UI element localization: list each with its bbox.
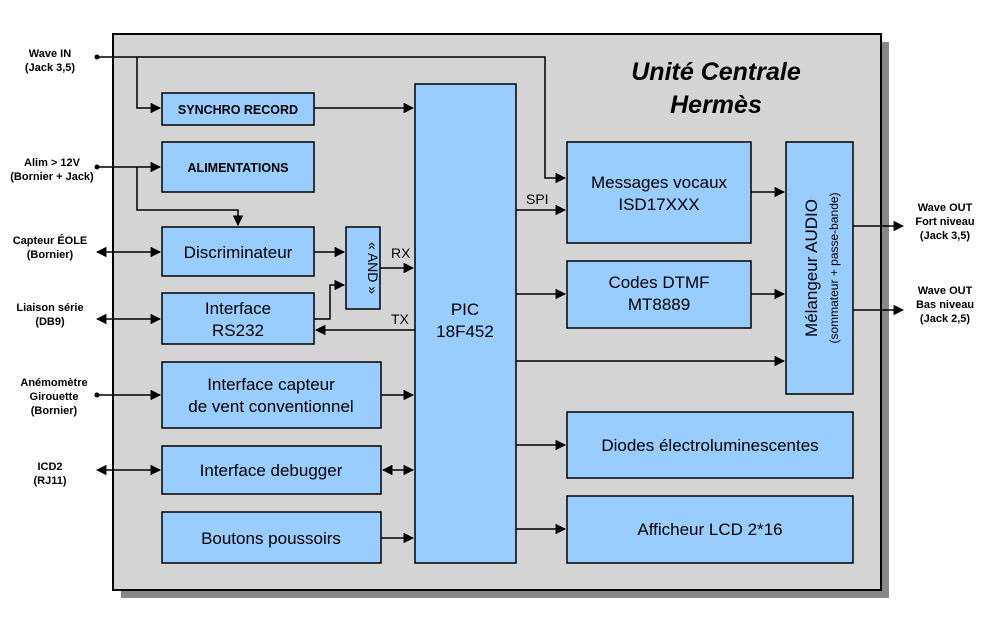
port-wave-in-sub: (Jack 3,5) xyxy=(25,62,75,74)
tx-signal-label: TX xyxy=(391,311,410,327)
port-liaison-serie-label: Liaison série xyxy=(16,302,83,314)
debugger-label: Interface debugger xyxy=(200,461,343,480)
and-gate-block xyxy=(345,226,381,310)
port-capteur-eole-label: Capteur ÉOLE xyxy=(13,234,88,247)
boutons-label: Boutons poussoirs xyxy=(201,529,341,548)
wires xyxy=(94,54,905,544)
and-gate-label: « AND » xyxy=(365,242,381,294)
title-line2: Hermès xyxy=(670,91,762,119)
port-liaison-serie-sub: (DB9) xyxy=(35,316,65,328)
debugger-block xyxy=(161,445,382,495)
pic-block xyxy=(414,83,517,564)
synchro-record-block xyxy=(161,92,315,126)
melangeur-block xyxy=(785,141,854,395)
port-wave-out-bas-label: Wave OUT xyxy=(918,285,973,297)
port-wave-in-label: Wave IN xyxy=(29,48,71,60)
rs232-label-line1: Interface xyxy=(205,299,271,318)
pic-label-line1: PIC xyxy=(451,300,479,319)
messages-vocaux-label-line2: ISD17XXX xyxy=(618,195,699,214)
alimentations-block xyxy=(161,141,315,193)
port-wave-out-fort-label: Wave OUT xyxy=(918,202,973,214)
diodes-label: Diodes électroluminescentes xyxy=(601,436,818,455)
dtmf-block xyxy=(566,260,752,329)
melangeur-label-line1: Mélangeur AUDIO xyxy=(802,199,821,337)
port-anemometre-sub: (Bornier) xyxy=(31,405,78,417)
spi-signal-label: SPI xyxy=(526,191,549,207)
alimentations-label: ALIMENTATIONS xyxy=(188,161,289,175)
messages-vocaux-block xyxy=(566,141,752,244)
port-girouette-label: Girouette xyxy=(30,391,79,403)
dtmf-label-line2: MT8889 xyxy=(628,295,690,314)
rs232-block xyxy=(161,292,315,345)
port-capteur-eole-sub: (Bornier) xyxy=(27,249,74,261)
discriminateur-label: Discriminateur xyxy=(184,243,293,262)
lcd-block xyxy=(566,495,854,564)
port-wave-out-fort-level: Fort niveau xyxy=(915,216,974,228)
messages-vocaux-label-line1: Messages vocaux xyxy=(591,173,728,192)
rx-signal-label: RX xyxy=(391,245,411,261)
capteur-vent-label-line1: Interface capteur xyxy=(207,375,335,394)
port-alim-sub: (Bornier + Jack) xyxy=(10,171,94,183)
title-line1: Unité Centrale xyxy=(631,58,801,86)
synchro-record-label: SYNCHRO RECORD xyxy=(178,103,298,117)
port-wave-out-bas-sub: (Jack 2,5) xyxy=(920,313,970,325)
capteur-vent-block xyxy=(161,361,382,429)
boutons-block xyxy=(161,511,382,564)
lcd-label: Afficheur LCD 2*16 xyxy=(637,520,782,539)
discriminateur-block xyxy=(161,226,315,277)
melangeur-label-line2: (sommateur + passe-bande) xyxy=(827,192,841,343)
port-alim-label: Alim > 12V xyxy=(24,157,81,169)
port-icd2-sub: (RJ11) xyxy=(33,475,66,487)
rs232-label-line2: RS232 xyxy=(212,321,264,340)
pic-label-line2: 18F452 xyxy=(436,322,494,341)
dtmf-label-line1: Codes DTMF xyxy=(608,273,709,292)
port-wave-out-bas-level: Bas niveau xyxy=(916,299,974,311)
port-icd2-label: ICD2 xyxy=(37,461,62,473)
port-anemometre-label: Anémomètre xyxy=(20,377,87,389)
diodes-block xyxy=(566,411,854,479)
port-wave-out-fort-sub: (Jack 3,5) xyxy=(920,230,970,242)
capteur-vent-label-line2: de vent conventionnel xyxy=(188,397,353,416)
